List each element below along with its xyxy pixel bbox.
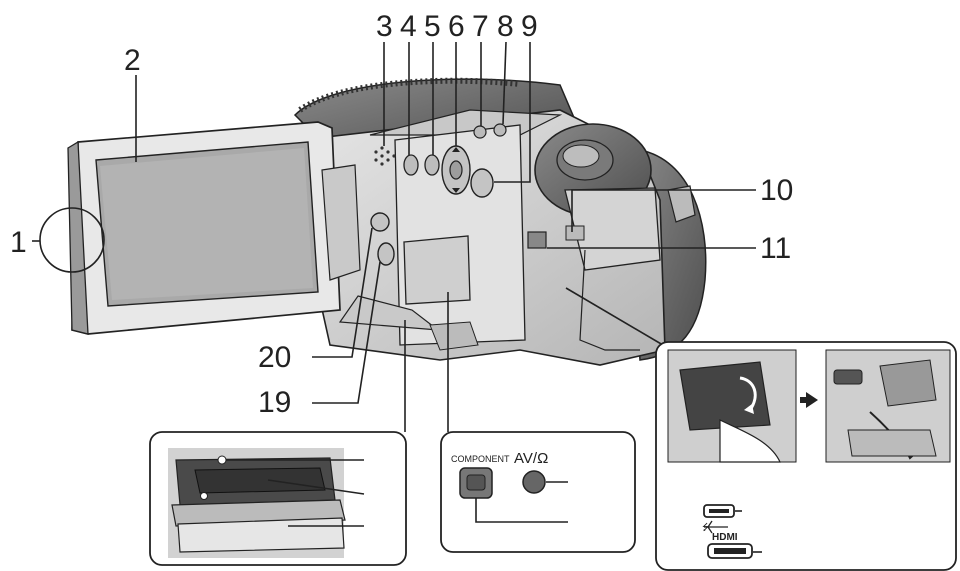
terminal-inset: COMPONENT AV/Ω: [440, 431, 636, 553]
callout-10: 10: [760, 174, 793, 207]
callout-19: 19: [258, 386, 291, 419]
callout-8: 8: [497, 10, 514, 43]
av-label: AV/Ω: [514, 450, 548, 467]
card-slot-inset: [149, 431, 407, 566]
hdmi-usb-inset: ⭍ HDMI: [655, 341, 957, 571]
monitor-edge-highlight: [39, 207, 105, 273]
leader-lines: [32, 41, 756, 432]
lcd-monitor: [67, 121, 361, 335]
callout-5: 5: [424, 10, 441, 43]
camera-body: [293, 77, 707, 366]
callout-1: 1: [10, 226, 27, 259]
speaker-grille: [374, 146, 396, 166]
callout-2: 2: [124, 44, 141, 77]
av-jack-icon: [522, 470, 546, 494]
callout-4: 4: [400, 10, 417, 43]
component-label: COMPONENT: [451, 454, 510, 464]
callout-6: 6: [448, 10, 465, 43]
callout-11: 11: [760, 232, 791, 265]
callout-7: 7: [472, 10, 489, 43]
callout-3: 3: [376, 10, 393, 43]
hdmi-logo: HDMI: [712, 532, 738, 543]
callout-9: 9: [521, 10, 538, 43]
callout-20: 20: [258, 341, 291, 374]
